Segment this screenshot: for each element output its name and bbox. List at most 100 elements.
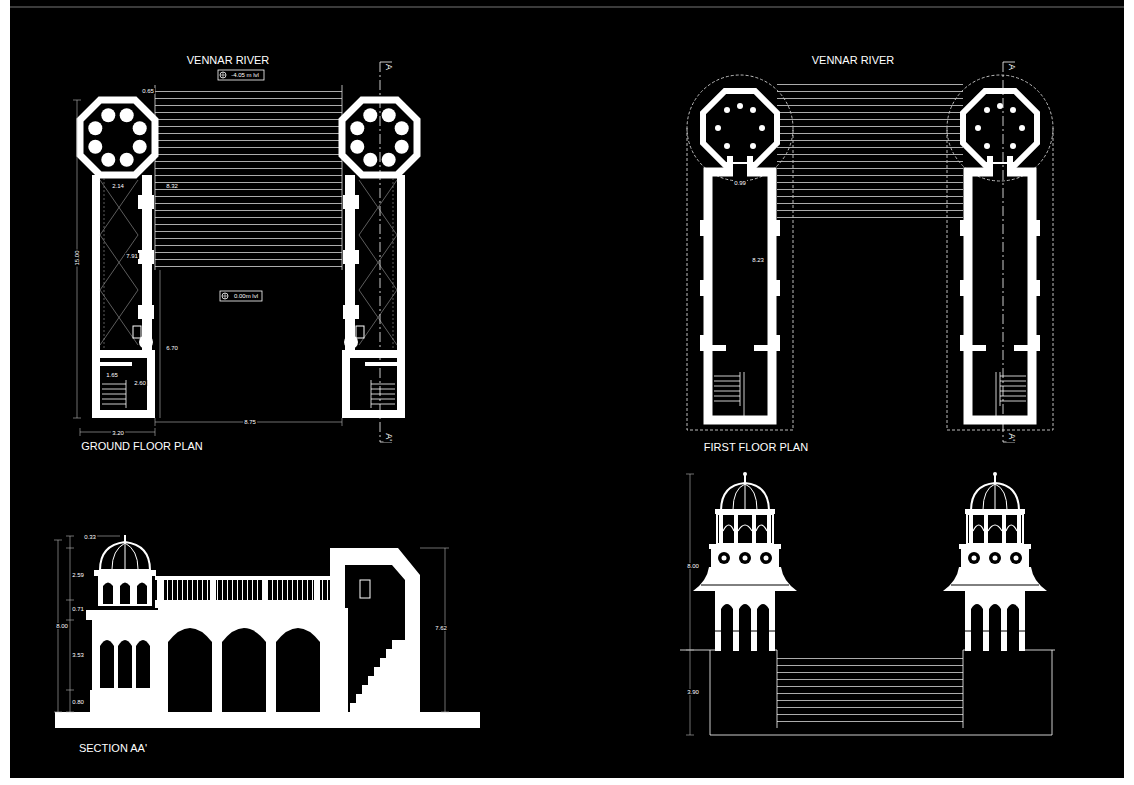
section-aa [124, 535, 126, 542]
section-aa [158, 576, 164, 600]
section-marker: A' [1007, 432, 1016, 442]
ground-floor-plan [342, 100, 417, 414]
section-aa [54, 536, 449, 712]
section-aa [100, 542, 150, 570]
section-aa [158, 576, 320, 600]
section-marker: A [1007, 63, 1016, 71]
section-aa [360, 580, 370, 598]
river-name: VENNAR RIVER [186, 55, 271, 66]
ground-floor-plan [342, 418, 343, 426]
section-aa [168, 628, 212, 712]
section-aa [420, 548, 449, 549]
ground-floor-plan [218, 70, 264, 80]
section-aa [86, 610, 164, 620]
dimension-label: 7.91 [125, 253, 139, 259]
ground-floor-plan [155, 85, 156, 270]
dimension-label: 8.75 [243, 419, 257, 425]
dimension-label: 2.59 [71, 572, 85, 578]
section-aa [98, 576, 152, 606]
section-aa [66, 690, 74, 691]
ground-floor-plan [342, 85, 343, 270]
section-aa [120, 583, 130, 605]
river-elevation [943, 472, 1047, 651]
section-aa [55, 712, 480, 728]
river-elevation [777, 650, 778, 728]
first-floor-plan [687, 62, 1053, 442]
dimension-label: 0.65 [141, 88, 155, 94]
section-aa [66, 600, 74, 601]
first-floor-plan [777, 82, 963, 222]
section-aa [158, 608, 348, 712]
section-aa [350, 640, 405, 712]
dimension-label: 7.62 [434, 625, 448, 631]
section-aa [168, 628, 320, 712]
dimension-label: 0.33 [83, 534, 97, 540]
section-aa [66, 536, 74, 537]
section-aa [103, 583, 147, 605]
ground-floor-plan [155, 418, 156, 426]
section-aa [100, 640, 114, 688]
ground-floor-plan [222, 293, 228, 299]
river-elevation [680, 472, 1055, 735]
section-marker: A [384, 63, 393, 71]
ground-floor-plan [73, 91, 342, 436]
section-aa [136, 640, 150, 688]
river-elevation [686, 474, 694, 735]
ground-floor-plan [73, 100, 81, 101]
section-aa [210, 576, 216, 600]
section-aa [54, 712, 62, 713]
section-aa [100, 640, 150, 688]
dimension-label: 6.70 [165, 345, 179, 351]
river-elevation [686, 650, 694, 651]
drawing-title: GROUND FLOOR PLAN [80, 441, 204, 452]
dimension-label: 8.00 [55, 623, 69, 629]
section-aa [222, 628, 266, 712]
section-marker: A' [384, 432, 393, 442]
section-aa [155, 600, 345, 608]
dimension-label: 0.80 [71, 699, 85, 705]
section-aa [276, 628, 320, 712]
section-aa [118, 640, 132, 688]
section-aa [112, 543, 138, 569]
ground-floor-plan [80, 428, 81, 436]
river-elevation [686, 735, 694, 736]
dimension-label: 0.99 [733, 180, 747, 186]
section-aa [66, 620, 74, 621]
section-aa [314, 576, 320, 600]
first-floor-plan [687, 75, 793, 430]
dimension-label: 2.60 [133, 380, 147, 386]
ground-floor-plan [222, 293, 228, 299]
ground-floor-plan [155, 428, 156, 436]
dimension-label: 8.00 [686, 563, 700, 569]
section-aa [137, 583, 147, 605]
section-aa [66, 548, 74, 549]
level-tag: 0.00m lvl [233, 293, 259, 299]
river-elevation [777, 652, 963, 728]
dimension-label: 8.23 [751, 257, 765, 263]
dimension-label: 3.53 [71, 652, 85, 658]
first-floor-plan [1003, 62, 1015, 442]
river-elevation [690, 474, 691, 735]
river-elevation [686, 474, 694, 475]
ground-floor-plan [220, 291, 262, 301]
sheet-border [10, 7, 1124, 8]
river-name: VENNAR RIVER [811, 55, 896, 66]
ground-floor-plan [380, 62, 381, 442]
ground-floor-plan [160, 270, 161, 418]
river-elevation [1052, 650, 1053, 735]
ground-floor-plan [80, 100, 155, 414]
section-aa [92, 620, 158, 690]
river-elevation [693, 472, 797, 651]
section-aa [155, 576, 335, 580]
section-aa [70, 536, 71, 712]
section-aa [155, 580, 335, 600]
dimension-label: 1.65 [105, 372, 119, 378]
dimension-label: 3.90 [686, 689, 700, 695]
dimension-label: 15.00 [74, 249, 80, 266]
dimension-label: 2.14 [111, 183, 125, 189]
river-elevation [963, 650, 964, 728]
section-aa [54, 535, 480, 728]
section-aa [262, 576, 268, 600]
